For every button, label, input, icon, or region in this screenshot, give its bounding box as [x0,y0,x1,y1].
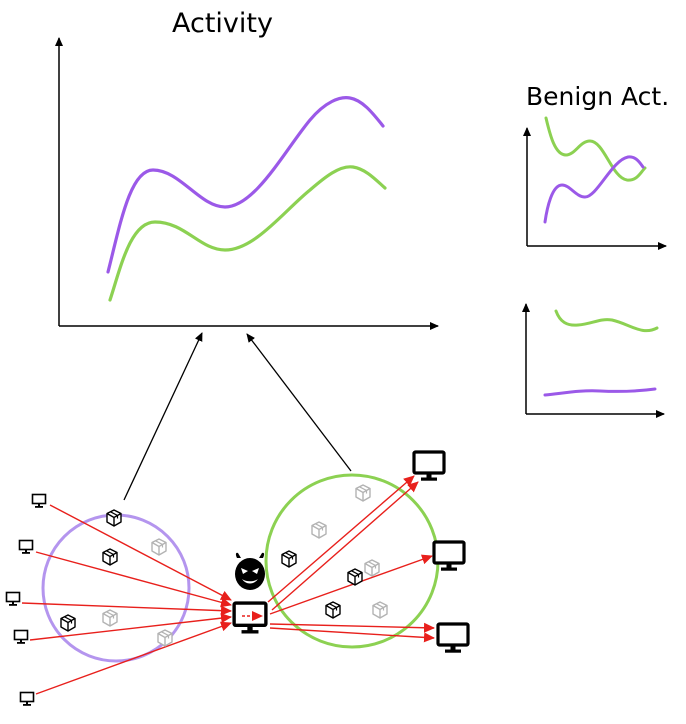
computer-icon [31,493,47,509]
package-icon [151,538,167,556]
package-icon [281,550,297,568]
arrow-inbound-to-activity [123,332,203,501]
benign-top-green-line [544,116,647,182]
computer-icon [19,691,35,707]
package-icon [60,614,76,632]
attacker-computer-icon [232,601,268,636]
outbound-connection [269,622,435,633]
package-icon [347,568,363,586]
computer-icon [412,450,446,483]
benign-activity-title: Benign Act. [526,82,670,111]
package-icon [364,559,380,577]
package-icon [311,521,327,539]
package-icon [102,609,118,627]
computer-icon [5,591,21,607]
benign-chart-bottom [522,303,665,418]
inbound-connection [21,602,232,616]
activity-chart-title: Activity [172,8,273,39]
package-icon [372,601,388,619]
inbound-connection [29,613,232,641]
activity-purple-line [106,96,385,274]
computer-icon [18,539,34,555]
computer-icon [13,629,29,645]
outbound-connection [269,554,433,615]
outbound-connection [269,627,435,643]
inbound-connections [21,504,232,695]
devil-face-icon [235,552,265,590]
package-icon [355,484,371,502]
activity-green-line [108,165,387,302]
inbound-connection [49,504,232,601]
package-icon [325,601,341,619]
benign-bottom-green-line [554,309,659,333]
package-icon [102,548,118,566]
package-icon [157,629,173,647]
inbound-connection [35,621,232,695]
computer-icon [436,622,470,655]
package-icon [106,509,122,527]
outbound-connections [267,475,435,643]
attacker-host [232,552,268,636]
inbound-connection [35,551,232,608]
benign-top-purple-line [543,155,645,224]
benign-bottom-purple-line [543,387,657,397]
activity-chart [55,37,439,330]
outbound-connection [271,481,419,611]
arrow-outbound-to-activity [246,333,352,472]
benign-chart-top [523,116,667,250]
outbound-connection [267,475,415,603]
